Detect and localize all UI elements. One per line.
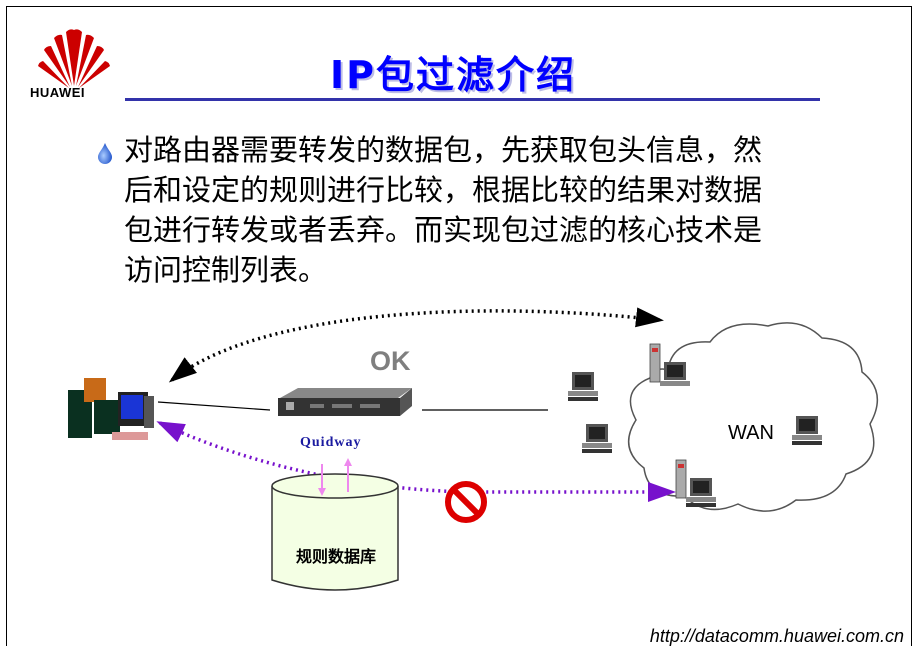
logo-text: HUAWEI	[30, 85, 85, 100]
page-title: IP包过滤介绍	[330, 53, 576, 97]
user-workstation-icon	[68, 378, 154, 440]
block-sign-icon	[445, 481, 487, 523]
huawei-logo-icon	[38, 29, 110, 88]
wan-cloud	[627, 322, 879, 512]
slide-frame	[6, 6, 912, 646]
rule-database-icon	[271, 473, 399, 591]
server-workstation-icon	[675, 459, 716, 507]
router-icon	[278, 388, 412, 416]
server-workstation-icon	[649, 343, 690, 386]
bullet-line: 对路由器需要转发的数据包，先获取包头信息，然	[124, 133, 763, 167]
bullet-line: 后和设定的规则进行比较，根据比较的结果对数据	[124, 173, 763, 207]
ok-path-arrow	[168, 307, 664, 383]
bullet-line: 包进行转发或者丢弃。而实现包过滤的核心技术是	[124, 213, 763, 247]
bullet-text: 对路由器需要转发的数据包，先获取包头信息，然 后和设定的规则进行比较，根据比较的…	[124, 130, 844, 290]
computer-icon	[568, 372, 598, 401]
wan-label: WAN	[728, 422, 774, 444]
footer-url: http://datacomm.huawei.com.cn	[649, 626, 904, 646]
database-label: 规则数据库	[295, 547, 376, 566]
router-label: Quidway	[300, 435, 362, 450]
ok-label: OK	[370, 346, 411, 376]
computer-icon	[582, 424, 612, 453]
water-drop-bullet-icon	[98, 143, 112, 164]
blocked-path-arrow	[156, 421, 676, 502]
title-underline	[125, 98, 820, 101]
link-user-router	[157, 401, 271, 411]
bullet-line: 访问控制列表。	[124, 253, 328, 287]
computer-icon	[792, 416, 822, 445]
